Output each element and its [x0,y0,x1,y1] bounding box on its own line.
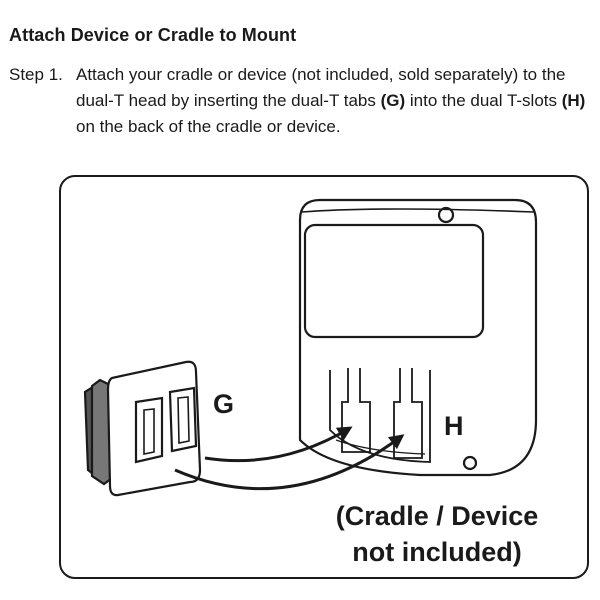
step-text-part-2: into the dual T-slots [405,91,562,110]
dual-t-head [83,360,202,497]
step-text-part-1: Attach your cradle or device (not includ… [76,65,566,110]
dual-t-slots [341,368,423,459]
tab-letter-reference: (G) [380,91,406,110]
tab-label-g: G [213,389,235,419]
insertion-arrows [174,426,405,491]
section-heading: Attach Device or Cradle to Mount [9,25,297,45]
caption-line-1: (Cradle / Device [335,501,539,531]
step-label: Step 1. [9,65,63,84]
cradle-device [298,198,538,477]
caption-line-2: not included) [352,537,522,567]
step-text-part-3: on the back of the cradle or device. [76,117,341,136]
slot-label-h: H [444,411,464,441]
slot-letter-reference: (H) [561,91,586,110]
figure-caption: (Cradle / Device not included) [328,498,546,570]
illustration-frame [59,175,589,579]
step-instructions: Attach your cradle or device (not includ… [76,62,588,140]
